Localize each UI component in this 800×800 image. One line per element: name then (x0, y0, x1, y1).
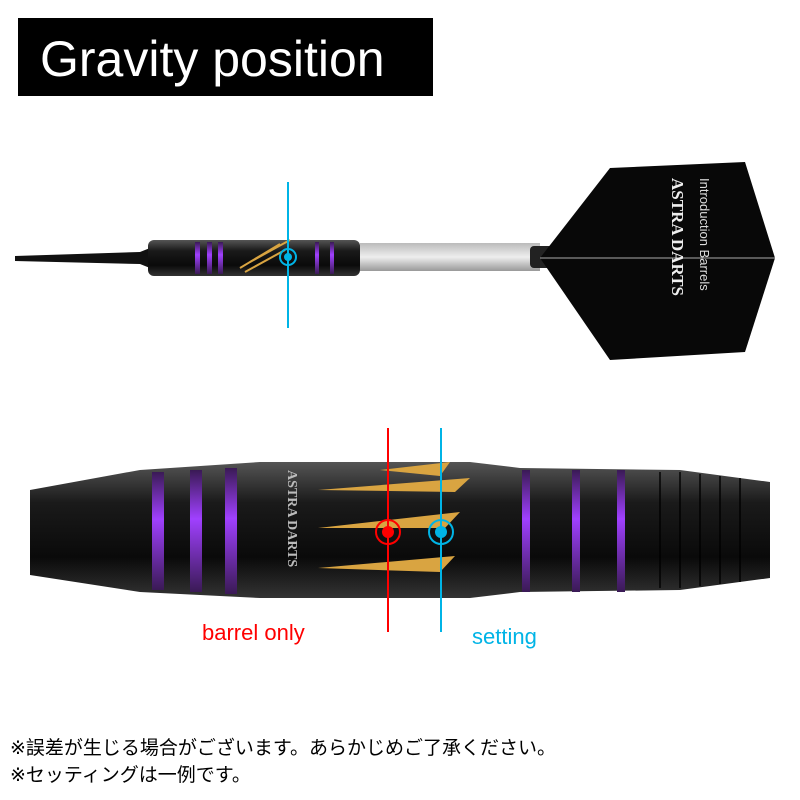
dart-tip (15, 248, 150, 268)
flight-brand: ASTRA DARTS (668, 178, 687, 296)
title: Gravity position (40, 31, 385, 87)
label-barrel-only: barrel only (202, 620, 305, 645)
dart-flight (540, 162, 775, 360)
note-setting: ※セッティングは一例です。 (10, 764, 251, 786)
flight-text: Introduction Barrels (697, 178, 712, 291)
barrel-brand: ASTRA DARTS (284, 470, 299, 567)
barrel-closeup: ASTRA DARTS (30, 428, 770, 632)
dart-shaft (360, 243, 540, 271)
dart-barrel (148, 240, 360, 276)
full-dart: Introduction Barrels ASTRA DARTS (15, 162, 775, 360)
note-error: ※誤差が生じる場合がございます。あらかじめご了承ください。 (10, 737, 557, 759)
label-setting: setting (472, 624, 537, 649)
title-banner: Gravity position (18, 18, 433, 96)
